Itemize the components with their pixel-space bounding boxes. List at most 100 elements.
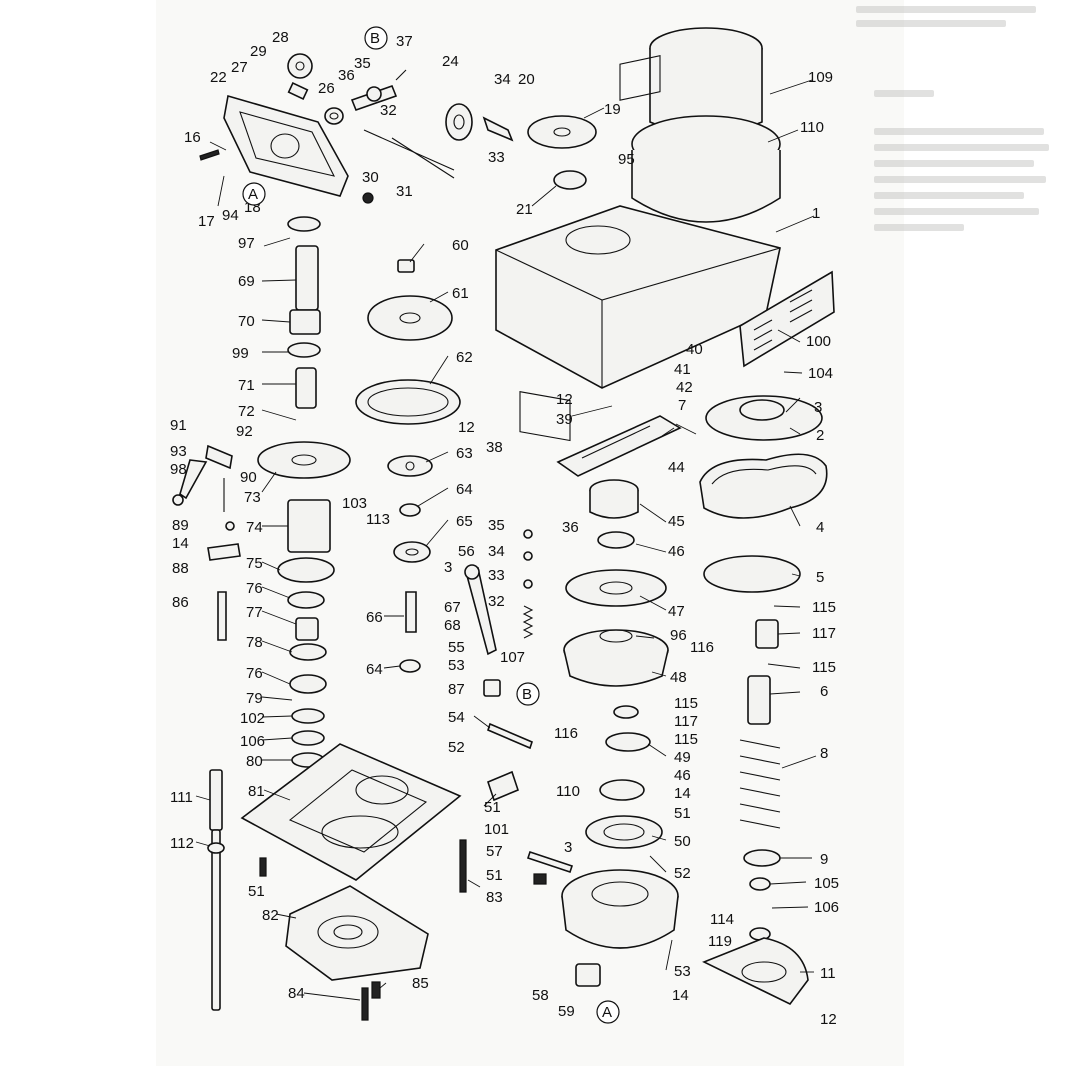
part-label-16: 22 [210, 69, 227, 86]
svg-text:B: B [522, 686, 532, 703]
part-label-119-top: 117 [812, 625, 836, 642]
svg-text:A: A [248, 186, 258, 203]
part-label-14-top: 20 [518, 71, 535, 88]
part-label-105: 104 [808, 365, 833, 382]
part-label-81: 80 [246, 753, 263, 770]
pin-58 [526, 850, 574, 874]
column-rod-114 [207, 769, 225, 1011]
part-label-93: 92 [236, 423, 253, 440]
part-labels: 28 29 27 22 36 35 37 26 32 24 34 20 19 3… [170, 29, 839, 1028]
part-label-60: 59 [558, 1003, 575, 1020]
part-label-65-upper: 64 [456, 481, 473, 498]
part-label-120-right: 116 [690, 639, 714, 656]
part-label-24: 30 [362, 169, 379, 186]
part-label-76: 75 [246, 555, 263, 572]
part-label-55: 54 [448, 709, 465, 726]
part-label-64: 63 [456, 445, 473, 462]
disk-5 [703, 555, 801, 593]
part-label-36: 38 [486, 439, 503, 456]
bearing-15 [553, 170, 587, 190]
part-label-88: 87 [448, 681, 465, 698]
head-cover [223, 94, 349, 197]
handle-57-56 [464, 564, 497, 656]
part-label-117: 113 [366, 511, 390, 528]
part-label-77-upper: 76 [246, 580, 263, 597]
shaft-29 [350, 84, 398, 112]
part-label-5: 5 [816, 569, 824, 586]
callout-B-center: B [516, 682, 540, 706]
part-label-106: 105 [814, 875, 839, 892]
callout-A-bottom: A [596, 1000, 620, 1024]
part-label-110: 107 [500, 649, 525, 666]
part-label-61: 60 [452, 237, 469, 254]
part-label-9: 9 [820, 851, 828, 868]
part-label-59: 58 [532, 987, 549, 1004]
ring-47 [585, 815, 663, 849]
part-label-97: 96 [670, 627, 687, 644]
part-label-114: 111 [170, 789, 193, 806]
part-label-21: 27 [231, 59, 248, 76]
main-housing-1 [495, 55, 781, 442]
handwheel-27 [445, 103, 473, 141]
part-label-112: 110 [800, 119, 824, 136]
part-label-121: 119 [708, 933, 732, 950]
rod-25 [391, 137, 455, 179]
part-label-51-left: 51 [248, 883, 265, 900]
part-label-74: 73 [244, 489, 261, 506]
worm-21 [287, 82, 309, 100]
part-label-70: 69 [238, 273, 255, 290]
svg-text:B: B [370, 30, 380, 47]
part-label-78: 77 [246, 604, 263, 621]
spindle-stack [257, 216, 351, 768]
part-label-102: 101 [484, 821, 509, 838]
part-label-87: 86 [172, 594, 189, 611]
part-label-57: 56 [458, 543, 475, 560]
part-label-14-bottom: 14 [672, 987, 689, 1004]
leader-lines [195, 79, 817, 1001]
part-label-118-top: 115 [812, 599, 836, 616]
part-label-18-left: 17 [198, 213, 215, 230]
part-label-11: 11 [820, 965, 836, 982]
block-54 [483, 679, 501, 697]
pulley-2-3 [705, 395, 823, 441]
part-label-22: 28 [272, 29, 289, 46]
part-label-12-center: 12 [458, 419, 475, 436]
part-label-115: 112 [170, 835, 194, 852]
part-label-73: 72 [238, 403, 255, 420]
spring-32-35 [522, 529, 534, 639]
part-label-90: 89 [172, 517, 189, 534]
part-label-34: 34 [488, 543, 505, 560]
part-label-4: 4 [816, 519, 824, 536]
part-label-120-center: 116 [554, 725, 578, 742]
part-label-92: 91 [170, 417, 187, 434]
part-label-101: 100 [806, 333, 831, 350]
part-label-58: 57 [486, 843, 503, 860]
part-label-69: 68 [444, 617, 461, 634]
part-label-28: 34 [494, 71, 511, 88]
bracket-59 [575, 963, 601, 987]
base-plate-82 [240, 743, 462, 881]
part-label-96: 95 [618, 151, 635, 168]
part-label-89: 88 [172, 560, 189, 577]
nut-61 [397, 259, 415, 273]
gear-66 [393, 541, 431, 563]
part-label-26: 32 [380, 102, 397, 119]
bolt-17 [199, 149, 220, 161]
part-label-83: 82 [262, 907, 279, 924]
part-label-13: 19 [604, 101, 621, 118]
part-label-54: 53 [448, 657, 465, 674]
part-label-44: 47 [668, 603, 685, 620]
spring-group-6-8 [739, 619, 781, 941]
knob-24 [362, 192, 374, 204]
part-label-118-center1: 115 [674, 695, 698, 712]
part-label-71: 70 [238, 313, 255, 330]
part-label-8: 8 [820, 745, 828, 762]
sleeve-52 [487, 770, 519, 802]
part-label-17: 16 [184, 129, 201, 146]
part-label-107: 106 [814, 899, 839, 916]
pulley-44 [565, 569, 667, 607]
part-label-84: 83 [486, 889, 503, 906]
vent-plate-101 [739, 270, 835, 368]
part-label-104: 103 [342, 495, 367, 512]
part-label-43-upper: 46 [668, 543, 685, 560]
